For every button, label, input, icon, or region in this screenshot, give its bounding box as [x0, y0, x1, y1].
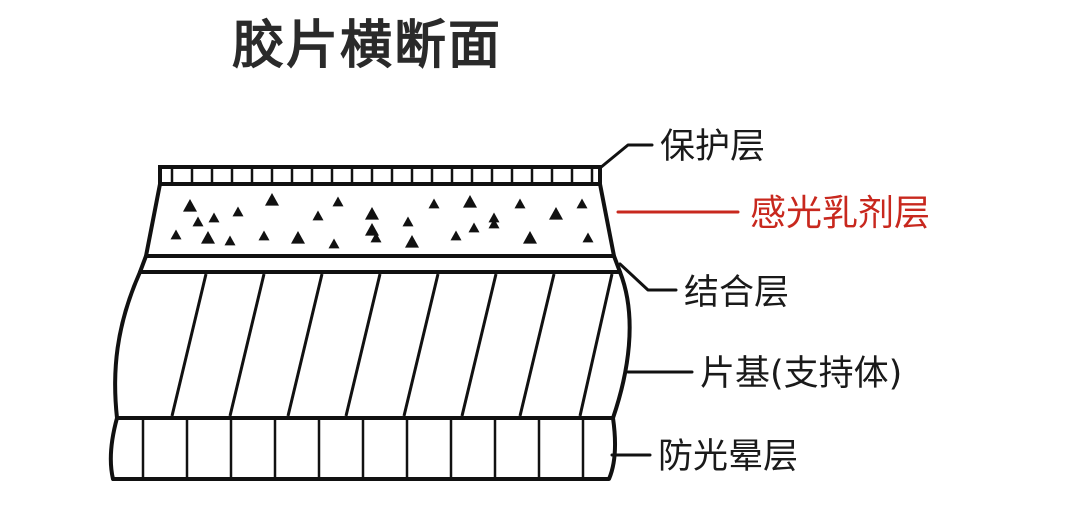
emulsion-grain: [468, 222, 480, 233]
emulsion-grain: [365, 207, 379, 220]
emulsion-grain: [332, 196, 344, 207]
emulsion-grain: [450, 230, 462, 241]
emulsion-grain: [582, 232, 594, 243]
base-hatch-line: [170, 273, 208, 417]
label-protective-layer: 保护层: [660, 127, 765, 167]
emulsion-grain: [370, 232, 382, 243]
emulsion-grain: [170, 229, 182, 240]
emulsion-grain: [488, 212, 500, 223]
emulsion-grain: [232, 206, 244, 217]
label-emulsion-layer: 感光乳剂层: [750, 193, 930, 234]
leader-binding: [618, 262, 678, 292]
diagram-title: 胶片横断面: [232, 16, 503, 76]
emulsion-grain: [258, 230, 270, 241]
emulsion-grain: [365, 223, 379, 236]
leader-protective: [598, 143, 654, 170]
emulsion-grain: [291, 231, 305, 244]
base-hatch-line: [578, 273, 614, 417]
base-hatch-line: [286, 273, 324, 417]
antihalation-layer: [108, 416, 618, 481]
emulsion-layer: [144, 182, 616, 258]
emulsion-grain: [312, 210, 324, 221]
base-hatch-line: [518, 273, 556, 417]
binding-layer: [138, 254, 622, 274]
emulsion-grain: [402, 216, 414, 227]
label-antihalation-layer: 防光晕层: [658, 437, 798, 477]
base-hatch-line: [402, 273, 440, 417]
film-base-layer: [113, 270, 632, 420]
emulsion-grain: [523, 231, 537, 244]
emulsion-grain: [265, 193, 279, 206]
emulsion-grain: [514, 198, 526, 209]
emulsion-grain: [549, 207, 563, 220]
base-hatch-line: [344, 273, 382, 417]
emulsion-grain: [405, 235, 419, 248]
protective-layer: [158, 165, 602, 186]
emulsion-grain: [428, 198, 440, 209]
emulsion-grain: [224, 235, 236, 246]
label-binding-layer: 结合层: [684, 273, 789, 313]
base-hatch-line: [460, 273, 498, 417]
emulsion-grain: [192, 216, 204, 227]
emulsion-grain: [208, 212, 220, 223]
emulsion-grain: [201, 231, 215, 244]
emulsion-grain: [488, 218, 500, 229]
emulsion-grain: [576, 198, 588, 209]
label-film-base: 片基(支持体): [700, 354, 902, 394]
emulsion-grain: [463, 195, 477, 208]
base-hatch-line: [228, 273, 266, 417]
emulsion-grain: [328, 238, 340, 249]
emulsion-grain: [183, 199, 197, 212]
